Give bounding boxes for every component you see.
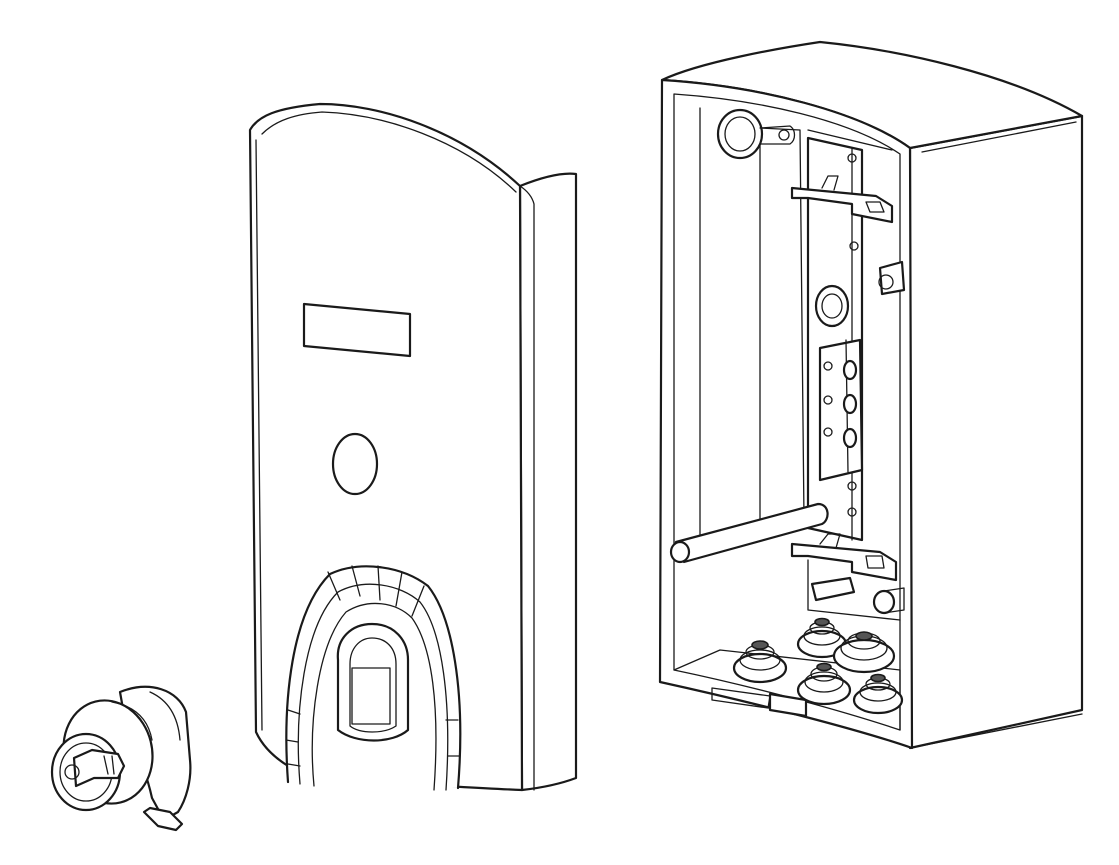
- cable-gland: [796, 617, 848, 659]
- front-cover: [248, 102, 578, 792]
- cable-gland: [732, 640, 788, 684]
- cable-gland: [832, 631, 896, 674]
- rear-housing: [658, 40, 1084, 750]
- cable-gland: [796, 662, 852, 706]
- cable-gland: [852, 673, 904, 715]
- key-lock-cylinder: [50, 685, 192, 832]
